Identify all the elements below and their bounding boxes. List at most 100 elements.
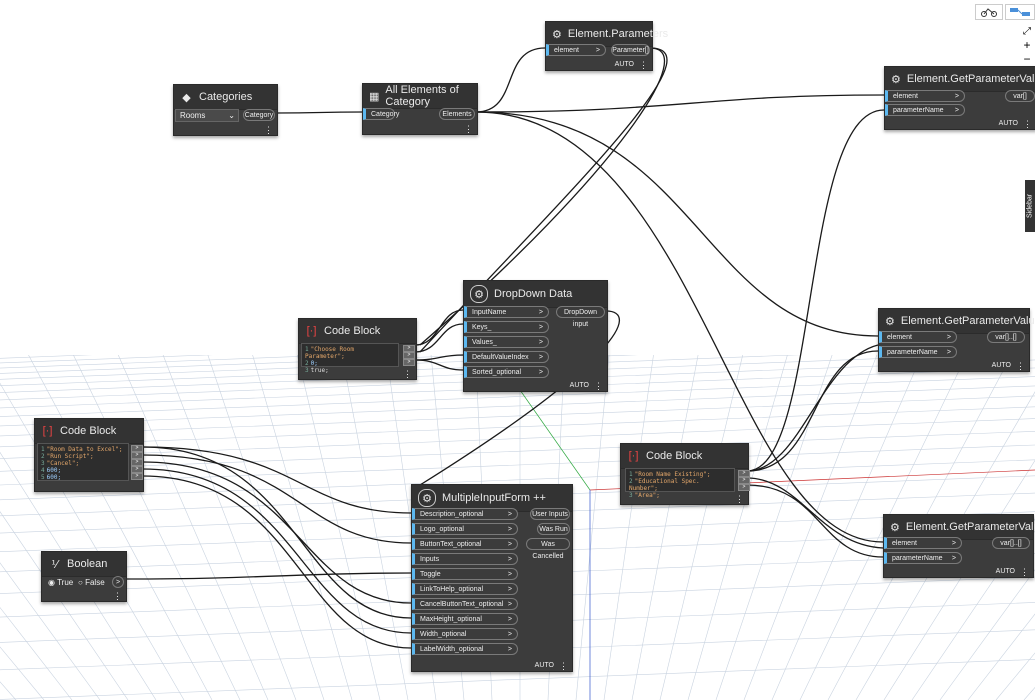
input-port-values[interactable]: Values_> [464, 336, 549, 348]
node-title: MultipleInputForm ++ [442, 492, 546, 504]
output-port-was-run[interactable]: Was Run [537, 523, 570, 535]
true-radio[interactable]: ◉ True [48, 578, 73, 587]
output-port-line-1[interactable]: > [403, 345, 415, 352]
input-port-element[interactable]: element> [884, 537, 962, 549]
categories-node[interactable]: ◆Categories Rooms⌄ Category ⋮ [173, 84, 278, 136]
input-port-description[interactable]: Description_optional> [412, 508, 518, 520]
zoom-in-button[interactable]: + [1020, 38, 1034, 52]
output-port-value[interactable]: var[]..[] [992, 537, 1030, 549]
input-port-maxheight[interactable]: MaxHeight_optional> [412, 613, 518, 625]
output-port-line-5[interactable]: > [131, 473, 143, 480]
geometry-view-toggle[interactable] [975, 4, 1003, 20]
output-port-boolean[interactable]: > [112, 576, 124, 588]
input-port-element[interactable]: element> [879, 331, 957, 343]
node-footer[interactable]: AUTO⋮ [569, 381, 603, 390]
input-port-defaultvalueindex[interactable]: DefaultValueIndex> [464, 351, 549, 363]
output-port-line-2[interactable]: > [738, 477, 750, 484]
node-header[interactable]: [·]Code Block [35, 419, 143, 444]
input-port-cancelbuttontext[interactable]: CancelButtonText_optional> [412, 598, 518, 610]
node-footer[interactable]: AUTO⋮ [996, 567, 1029, 576]
node-header[interactable]: ⚙Element.GetParameterValueByName [885, 67, 1035, 92]
output-port-dropdown-input[interactable]: DropDown input [556, 306, 605, 328]
boolean-node[interactable]: ⅟Boolean ◉ True ○ False > ⋮ [41, 551, 127, 602]
node-footer[interactable]: AUTO⋮ [535, 661, 568, 670]
node-footer[interactable]: AUTO⋮ [999, 119, 1032, 128]
output-port-line-1[interactable]: > [738, 470, 750, 477]
input-port-parametername[interactable]: parameterName> [885, 104, 965, 116]
node-header[interactable]: ◆Categories [174, 85, 277, 110]
code-icon: [·] [628, 450, 639, 462]
code-line: 1"Room Data to Excel"; [41, 446, 123, 453]
input-port-sorted[interactable]: Sorted_optional> [464, 366, 549, 378]
node-footer[interactable]: AUTO⋮ [992, 361, 1025, 370]
multiple-input-form-node[interactable]: ⚙MultipleInputForm ++ Description_option… [411, 484, 573, 672]
node-header[interactable]: ⚙Element.GetParameterValueByName [879, 309, 1035, 334]
output-port-line-3[interactable]: > [131, 459, 143, 466]
node-header[interactable]: ⚙Element.Parameters [546, 22, 668, 47]
sidebar-tab[interactable]: Sidebar [1025, 180, 1035, 232]
node-header[interactable]: ⚙DropDown Data [464, 281, 607, 308]
element-parameters-node[interactable]: ⚙Element.Parameters element> Parameter[]… [545, 21, 668, 71]
output-port-value[interactable]: var[]..[] [987, 331, 1025, 343]
input-port-logo[interactable]: Logo_optional> [412, 523, 518, 535]
output-port-user-inputs[interactable]: User Inputs [530, 508, 570, 520]
node-header[interactable]: ▦All Elements of Category [363, 84, 477, 109]
zoom-fit-button[interactable]: ⤢ [1020, 24, 1034, 38]
dropdown-data-node[interactable]: ⚙DropDown Data InputName> Keys_> Values_… [463, 280, 608, 392]
output-port-elements[interactable]: Elements [439, 108, 475, 120]
output-port-parameter-list[interactable]: Parameter[] [611, 44, 650, 56]
node-header[interactable]: [·]Code Block [621, 444, 748, 469]
port-label: element [892, 540, 917, 547]
output-port-line-2[interactable]: > [403, 352, 415, 359]
node-footer[interactable]: AUTO⋮ [615, 60, 648, 69]
output-port-category[interactable]: Category [243, 109, 275, 121]
node-header[interactable]: ⚙Element.GetParameterValueByName [884, 515, 1035, 540]
zoom-out-button[interactable]: − [1020, 52, 1034, 66]
output-port-value[interactable]: var[] [1005, 90, 1035, 102]
node-header[interactable]: ⅟Boolean [42, 552, 126, 577]
input-port-buttontext[interactable]: ButtonText_optional> [412, 538, 518, 550]
grid-line [967, 613, 1035, 700]
input-port-parametername[interactable]: parameterName> [884, 552, 962, 564]
input-port-labelwidth[interactable]: LabelWidth_optional> [412, 643, 518, 655]
input-port-inputs[interactable]: Inputs> [412, 553, 518, 565]
input-port-linktohelp[interactable]: LinkToHelp_optional> [412, 583, 518, 595]
code-block-node-2[interactable]: [·]Code Block 1"Room Data to Excel"; 2"R… [34, 418, 144, 492]
node-menu[interactable]: ⋮ [264, 126, 273, 135]
input-port-element[interactable]: element> [885, 90, 965, 102]
category-dropdown[interactable]: Rooms⌄ [175, 109, 239, 122]
get-parameter-value-node-3[interactable]: ⚙Element.GetParameterValueByName element… [883, 514, 1035, 578]
all-elements-node[interactable]: ▦All Elements of Category Category Eleme… [362, 83, 478, 135]
output-port-was-cancelled[interactable]: Was Cancelled [526, 538, 570, 560]
get-parameter-value-node-2[interactable]: ⚙Element.GetParameterValueByName element… [878, 308, 1035, 372]
code-block-node-1[interactable]: [·]Code Block 1"Choose Room Parameter"; … [298, 318, 417, 380]
port-label: Inputs [420, 556, 440, 563]
input-port-category[interactable]: Category [363, 108, 399, 120]
input-port-inputname[interactable]: InputName> [464, 306, 549, 318]
node-menu[interactable]: ⋮ [403, 370, 412, 379]
output-port-line-3[interactable]: > [403, 359, 415, 366]
input-port-parametername[interactable]: parameterName> [879, 346, 957, 358]
output-port-line-2[interactable]: > [131, 452, 143, 459]
output-port-line-1[interactable]: > [131, 445, 143, 452]
code-editor[interactable]: 1"Room Data to Excel"; 2"Run Script"; 3"… [37, 443, 129, 481]
code-block-node-3[interactable]: [·]Code Block 1"Room Name Existing"; 2"E… [620, 443, 750, 505]
false-radio[interactable]: ○ False [78, 578, 105, 587]
arrow-icon: > [538, 369, 543, 376]
node-menu[interactable]: ⋮ [735, 495, 744, 504]
get-parameter-value-node-1[interactable]: ⚙Element.GetParameterValueByName element… [884, 66, 1035, 130]
run-mode-label: AUTO [569, 382, 589, 389]
input-port-keys[interactable]: Keys_> [464, 321, 549, 333]
graph-view-toggle[interactable] [1005, 4, 1035, 20]
node-header[interactable]: [·]Code Block [299, 319, 416, 344]
grid-line [17, 335, 213, 700]
node-menu[interactable]: ⋮ [464, 125, 473, 134]
output-port-line-4[interactable]: > [131, 466, 143, 473]
output-port-line-3[interactable]: > [738, 484, 750, 491]
input-port-element[interactable]: element> [546, 44, 606, 56]
input-port-width[interactable]: Width_optional> [412, 628, 518, 640]
node-menu[interactable]: ⋮ [113, 592, 122, 601]
input-port-toggle[interactable]: Toggle> [412, 568, 518, 580]
code-editor[interactable]: 1"Room Name Existing"; 2"Educational Spe… [625, 468, 735, 499]
